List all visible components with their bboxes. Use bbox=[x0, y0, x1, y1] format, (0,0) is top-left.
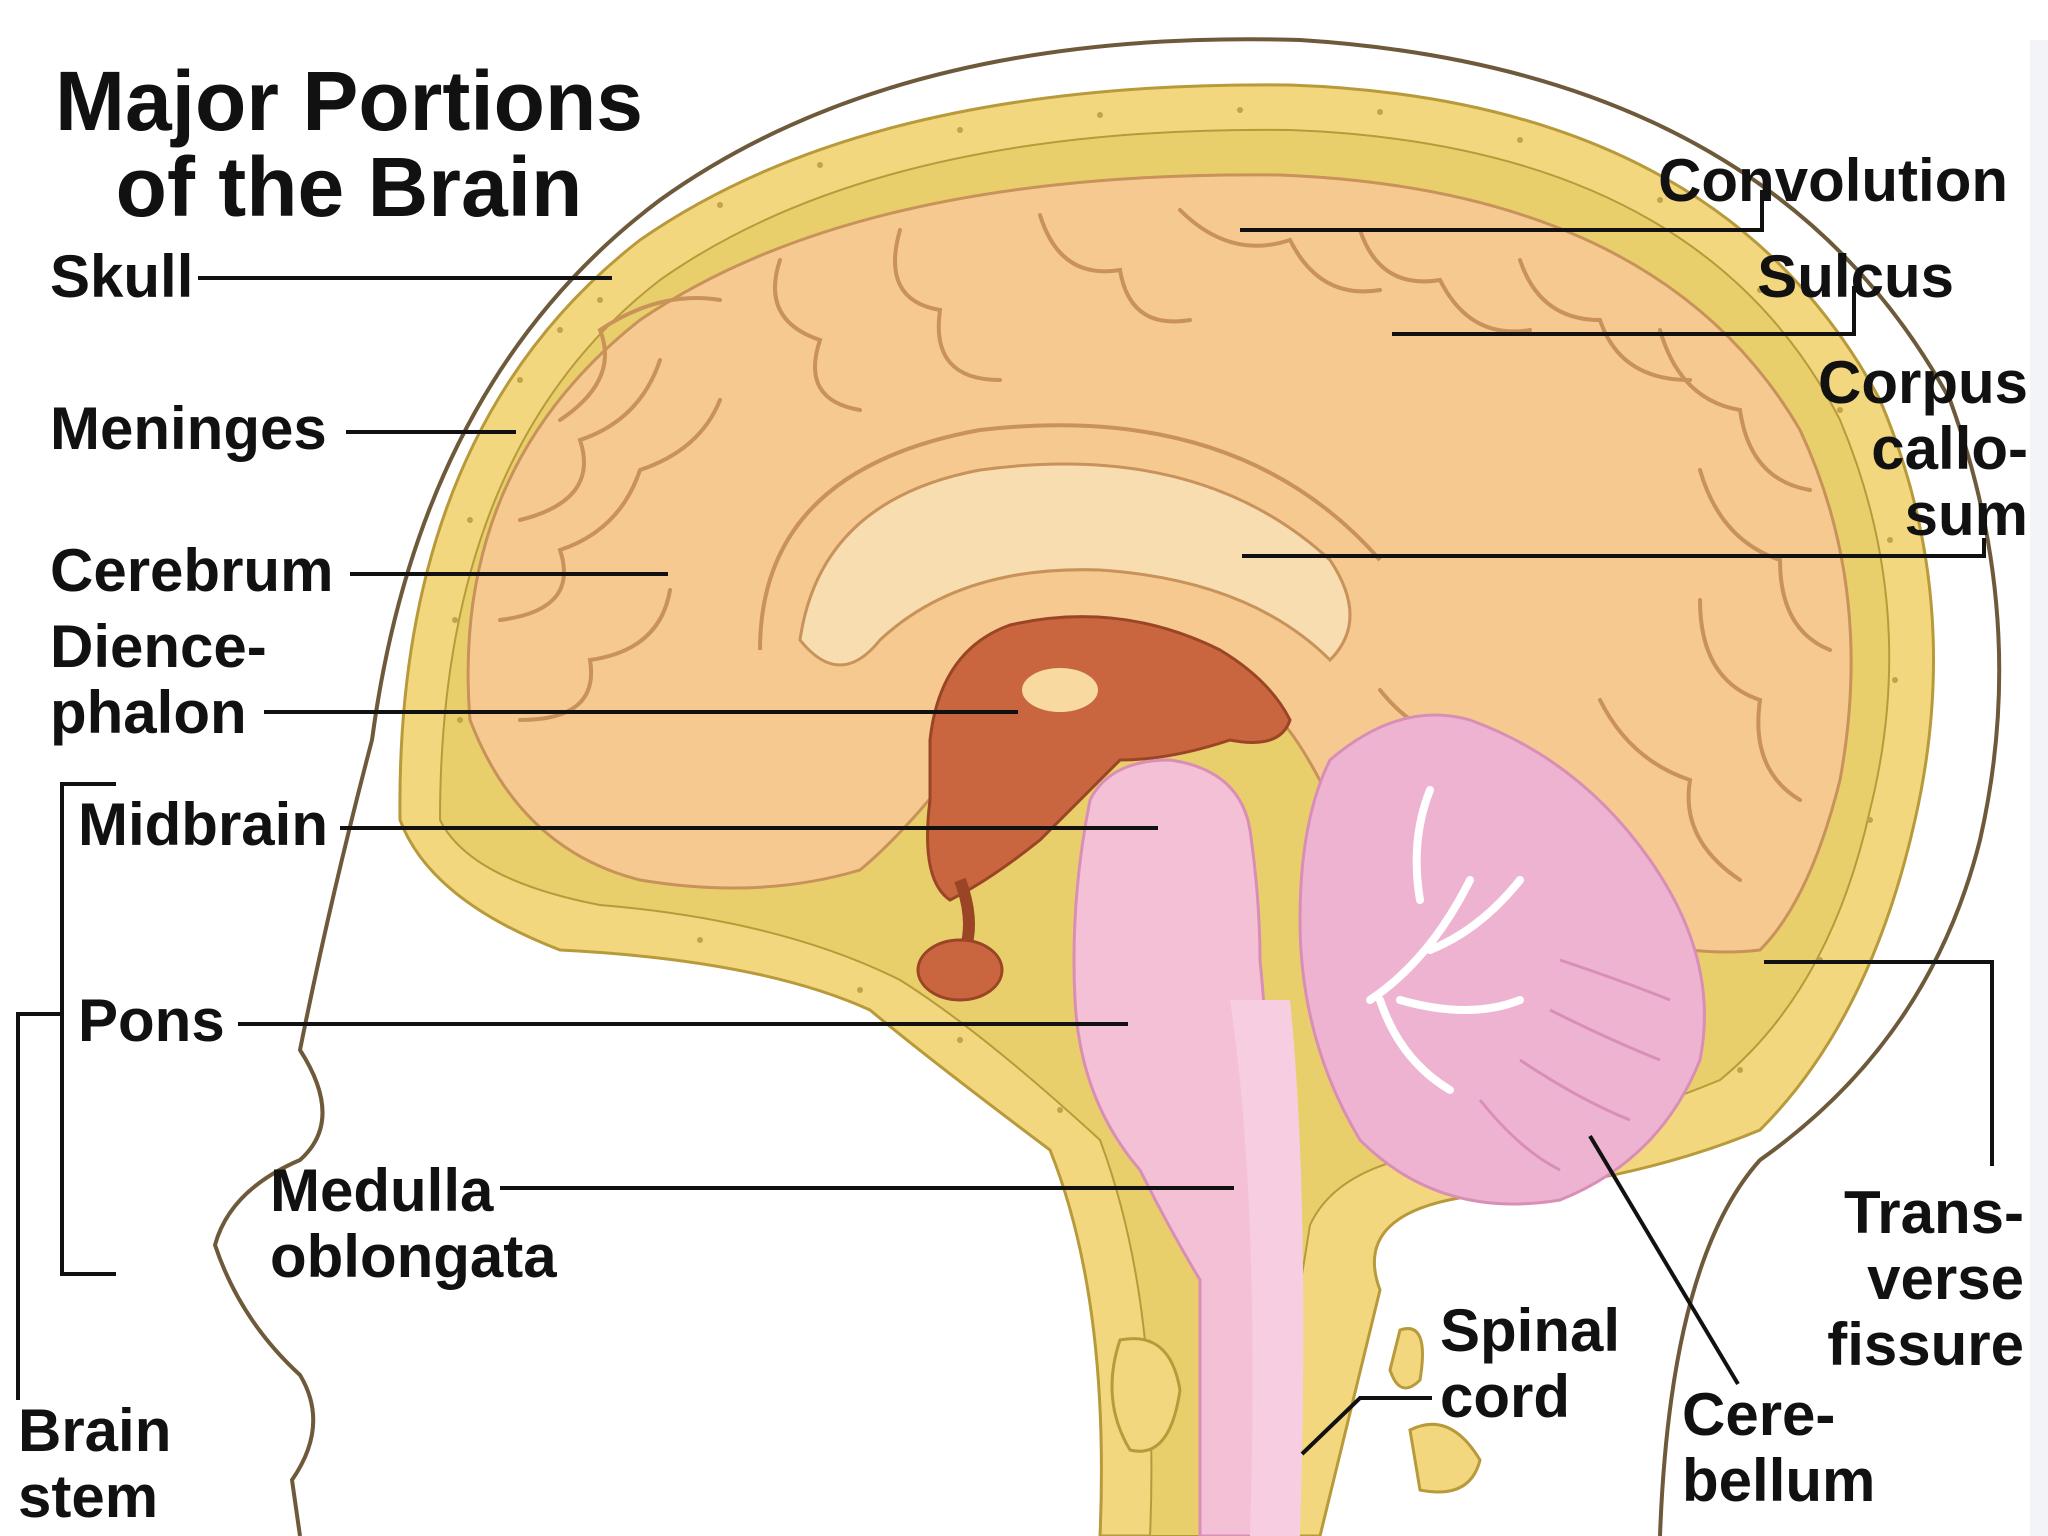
label-medulla-oblongata: Medulla oblongata bbox=[270, 1157, 557, 1290]
label-skull: Skull bbox=[50, 243, 194, 310]
corpus-callosum-shape bbox=[798, 462, 1352, 667]
label-cerebellum: Cere- bellum bbox=[1682, 1381, 1876, 1514]
leader-convolution bbox=[1240, 190, 1764, 232]
cingulate-fold bbox=[758, 423, 1382, 651]
label-diencephalon: Dience- phalon bbox=[50, 613, 267, 746]
label-spinal-cord: Spinal cord bbox=[1440, 1297, 1621, 1430]
vertebra-right-lower bbox=[1408, 1422, 1482, 1494]
pituitary-shape bbox=[916, 938, 1004, 1002]
leader-lines bbox=[16, 190, 1994, 1456]
right-edge-panel bbox=[2030, 40, 2048, 1536]
page-title: Major Portions of the Brain bbox=[24, 58, 674, 230]
label-meninges: Meninges bbox=[50, 395, 327, 462]
cerebellum-folia bbox=[1478, 958, 1671, 1172]
vertebra-right bbox=[1388, 1327, 1424, 1390]
leader-sulcus bbox=[1392, 286, 1856, 336]
leader-corpus-callosum bbox=[1242, 538, 1986, 558]
label-brain-stem: Brain stem bbox=[18, 1397, 172, 1530]
label-sulcus: Sulcus bbox=[1757, 243, 1954, 310]
label-transverse-fissure: Trans- verse fissure bbox=[1827, 1179, 2024, 1378]
head-profile-outline bbox=[212, 37, 2002, 1536]
spinal-cord-shape bbox=[1230, 1000, 1304, 1536]
leader-cerebellum bbox=[1588, 1134, 1740, 1386]
cerebellum-shape bbox=[1298, 713, 1706, 1206]
title-line-1: Major Portions bbox=[54, 54, 644, 148]
vertebra-left bbox=[1110, 1337, 1182, 1453]
label-pons: Pons bbox=[78, 987, 225, 1054]
leader-spinal-cord bbox=[1300, 1396, 1432, 1456]
bracket-midbrain-to-medulla bbox=[60, 782, 116, 1276]
label-midbrain: Midbrain bbox=[78, 791, 328, 858]
title-line-2: of the Brain bbox=[115, 140, 583, 234]
leader-transverse-fissure bbox=[1764, 960, 1994, 1166]
label-cerebrum: Cerebrum bbox=[50, 537, 334, 604]
label-convolution: Convolution bbox=[1658, 147, 2008, 214]
arbor-vitae bbox=[1366, 786, 1524, 1094]
thalamus-highlight bbox=[1022, 668, 1098, 712]
label-corpus-callosum: Corpus callo- sum bbox=[1818, 349, 2028, 548]
bracket-brain-stem bbox=[16, 1012, 62, 1400]
